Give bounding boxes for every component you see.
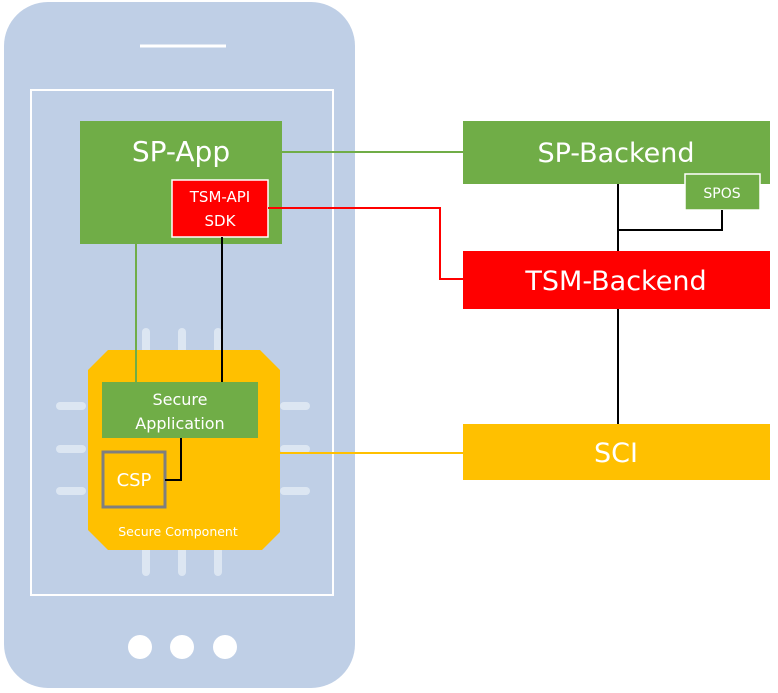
phone-dot-1 <box>128 635 152 659</box>
sci-box <box>463 424 770 480</box>
csp-box <box>101 450 167 509</box>
line-spos-junction <box>618 210 723 231</box>
chip-pins <box>56 328 310 576</box>
secure-application-box <box>102 382 258 438</box>
sci-label: SCI <box>594 438 638 469</box>
spos-label: SPOS <box>703 186 740 202</box>
secure-component-label: Secure Component <box>118 524 238 539</box>
application-label: Application <box>135 414 224 433</box>
secure-component-chip <box>88 350 280 550</box>
phone-dot-3 <box>213 635 237 659</box>
secure-label: Secure <box>152 390 207 409</box>
line-secureapp-csp <box>165 438 182 481</box>
sp-backend-label: SP-Backend <box>537 138 694 169</box>
phone-screen <box>30 89 334 596</box>
sp-app-label: SP-App <box>132 135 230 168</box>
tsm-backend-label: TSM-Backend <box>524 266 706 297</box>
tsm-api-sdk-box <box>171 179 269 238</box>
sdk-label: SDK <box>205 212 237 230</box>
phone-dot-2 <box>170 635 194 659</box>
line-tsmapi-tsmbackend <box>268 207 463 280</box>
tsm-backend-box <box>463 251 770 309</box>
csp-label: CSP <box>117 470 152 491</box>
tsm-api-label: TSM-API <box>189 188 250 206</box>
